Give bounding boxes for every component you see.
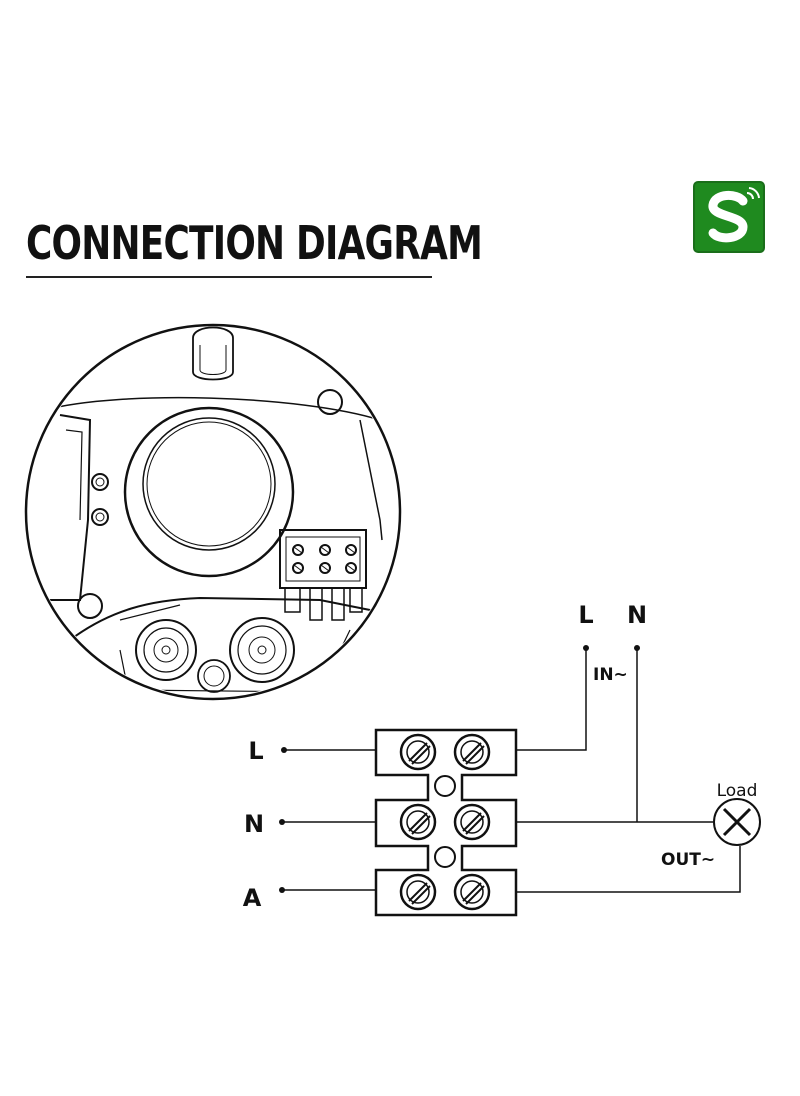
brand-logo-icon — [693, 181, 765, 253]
screw-terminal — [399, 803, 437, 841]
output-label: OUT~ — [661, 850, 715, 870]
load-label: Load — [717, 781, 758, 801]
sensor-device — [24, 323, 402, 701]
terminal-live-label: L — [248, 737, 263, 765]
wire-supply-neutral — [516, 648, 713, 823]
screw-terminal — [399, 873, 437, 911]
supply-live-label: L — [578, 601, 593, 629]
page-title: CONNECTION DIAGRAM — [26, 216, 483, 270]
wires — [282, 648, 741, 893]
load-lamp-icon — [713, 798, 761, 846]
title-underline — [26, 276, 432, 278]
wire-output — [516, 846, 741, 893]
screw-terminal — [453, 873, 491, 911]
screw-terminal — [453, 733, 491, 771]
wire-supply-live — [516, 648, 587, 751]
terminal-output-label: A — [243, 884, 262, 912]
supply-in-label: IN~ — [593, 665, 628, 685]
device-terminal-block — [279, 529, 367, 621]
terminal-neutral-label: N — [244, 810, 264, 838]
supply-neutral-label: N — [627, 601, 647, 629]
terminal-strip — [374, 728, 518, 917]
screw-terminal — [399, 733, 437, 771]
screw-terminal — [453, 803, 491, 841]
